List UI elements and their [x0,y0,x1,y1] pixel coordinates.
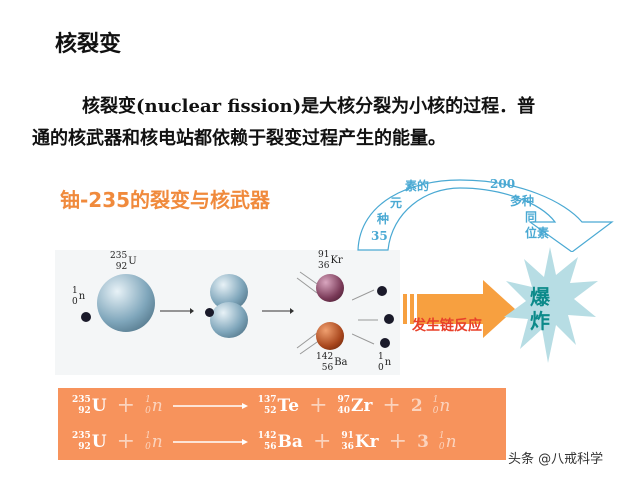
neutron-motion-lines [352,289,378,345]
emitted-neutron-2 [384,314,394,324]
slide-title: 核裂变 [55,32,122,57]
arc-text: 种 [377,212,390,226]
arrow-2 [262,308,294,314]
paragraph-line-1: 核裂变(nuclear fission)是大核分裂为小核的过程．普 [82,96,536,117]
chain-reaction-arrow [403,280,515,338]
emitted-neutron-1 [377,286,387,296]
arc-text: 多种 [510,194,535,208]
arc-text: 200 [490,177,516,191]
uranium-nucleus [97,274,155,332]
arc-text: 素的 [405,179,430,193]
curved-arrow [357,179,614,252]
barium-nucleus [316,322,344,350]
arrow-1 [160,308,194,314]
chain-reaction-label: 发生链反应 [412,318,482,334]
reaction-arrow [172,403,248,409]
neutron-ball [81,312,91,322]
absorbed-neutron [205,308,214,317]
emitted-neutron-3 [380,338,390,348]
watermark: 头条 @八戒科学 [508,452,604,467]
arc-text: 同 [525,210,538,224]
arc-text: 35 [371,229,388,243]
paragraph-line-2: 通的核武器和核电站都依赖于裂变过程产生的能量。 [32,128,446,149]
section-subtitle: 铀-235的裂变与核武器 [60,188,271,212]
explosion-label: 爆炸 [530,285,550,333]
explosion-starburst [504,247,598,363]
reaction-arrow [172,439,248,445]
krypton-nucleus [316,274,344,302]
arc-text: 元 [390,196,403,210]
deformed-nucleus-bottom [210,302,248,338]
arc-text: 位素 [525,226,550,240]
